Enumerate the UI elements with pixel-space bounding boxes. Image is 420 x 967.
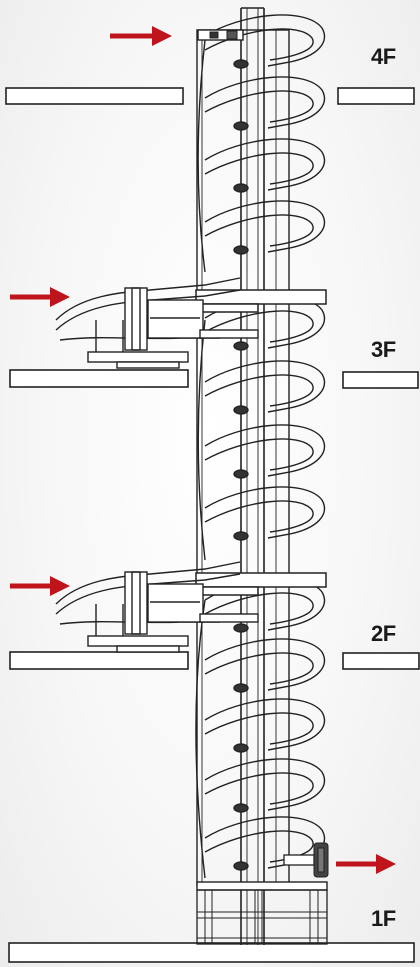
floor-label-4f: 4F	[371, 44, 396, 69]
helix-loop	[204, 486, 326, 539]
helix-roller	[233, 245, 249, 255]
helix-left-edge	[195, 39, 206, 879]
slab-3f-right	[342, 371, 419, 389]
slab-4f-right	[337, 87, 415, 105]
spiral-helix	[195, 14, 326, 879]
helix-loop	[204, 758, 326, 811]
slab-4f-left	[5, 87, 184, 105]
top-drive	[197, 29, 244, 41]
branch-conveyor-2f	[55, 561, 259, 653]
slab-1f	[8, 942, 415, 963]
floor-slabs	[5, 87, 420, 963]
helix-loop	[204, 76, 326, 129]
helix-loop	[204, 138, 326, 191]
outlet-motor-1f	[283, 842, 329, 878]
slab-3f-left	[9, 369, 189, 388]
slab-2f-right	[342, 652, 420, 670]
flow-arrows	[10, 26, 396, 874]
floor-label-3f: 3F	[371, 337, 396, 362]
branch-conveyor-3f	[55, 277, 259, 369]
helix-loop	[204, 424, 326, 477]
slab-2f-left	[9, 651, 189, 670]
helix-roller	[233, 59, 249, 69]
platform-3f	[195, 289, 327, 313]
helix-roller	[233, 183, 249, 193]
helix-roller	[233, 743, 249, 753]
floor-label-1f: 1F	[371, 906, 396, 931]
helix-loop	[204, 698, 326, 751]
helix-roller	[233, 121, 249, 131]
helix-roller	[233, 683, 249, 693]
helix-roller	[233, 803, 249, 813]
helix-roller	[233, 861, 249, 871]
helix-loop	[204, 638, 326, 691]
floor-label-2f: 2F	[371, 621, 396, 646]
platform-2f	[195, 572, 327, 596]
helix-roller	[233, 531, 249, 541]
helix-loop	[204, 360, 326, 413]
helix-roller	[233, 469, 249, 479]
base-frame	[196, 881, 328, 945]
helix-loop	[204, 200, 326, 253]
helix-roller	[233, 623, 249, 633]
helix-roller	[233, 405, 249, 415]
helix-roller	[233, 341, 249, 351]
